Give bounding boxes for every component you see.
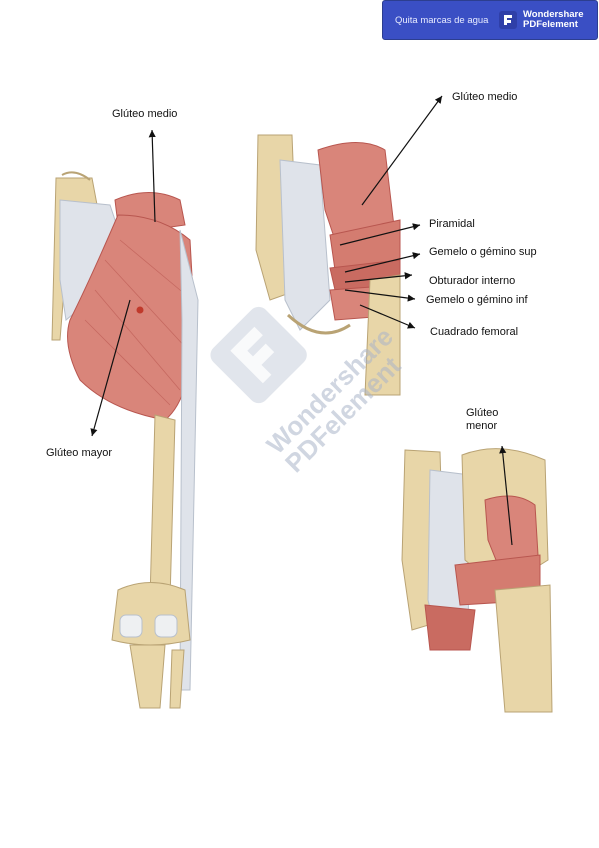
label-gluteo-mayor: Glúteo mayor [46, 447, 113, 459]
gluteus-minimus-illustration [401, 448, 553, 713]
posterior-hip-thigh-illustration [51, 171, 199, 709]
remove-watermark-label[interactable]: Quita marcas de agua [395, 14, 489, 26]
label-gluteo-medio-right: Glúteo medio [452, 91, 518, 103]
label-gemelo-inf: Gemelo o gémino inf [426, 294, 528, 306]
label-gluteo-menor-line2: menor [466, 420, 498, 432]
deep-hip-rotators-illustration [255, 134, 401, 396]
label-piramidal: Piramidal [429, 218, 475, 230]
brand-line2: PDFelement [523, 19, 578, 30]
label-cuadrado-femoral: Cuadrado femoral [430, 326, 519, 338]
pdfelement-logo-icon [499, 11, 517, 29]
label-obturador-interno: Obturador interno [429, 275, 516, 287]
remove-watermark-banner[interactable]: Quita marcas de agua Wondershare PDFelem… [382, 0, 598, 40]
watermark-logo-icon [210, 306, 307, 404]
label-gluteo-medio-left: Glúteo medio [112, 108, 178, 120]
brand: Wondershare PDFelement [499, 10, 584, 30]
leader-lines [90, 95, 513, 546]
brand-text: Wondershare PDFelement [523, 10, 584, 30]
brand-line1: Wondershare [523, 9, 584, 20]
label-gemelo-sup: Gemelo o gémino sup [429, 246, 537, 258]
label-gluteo-menor-line1: Glúteo [466, 407, 499, 419]
